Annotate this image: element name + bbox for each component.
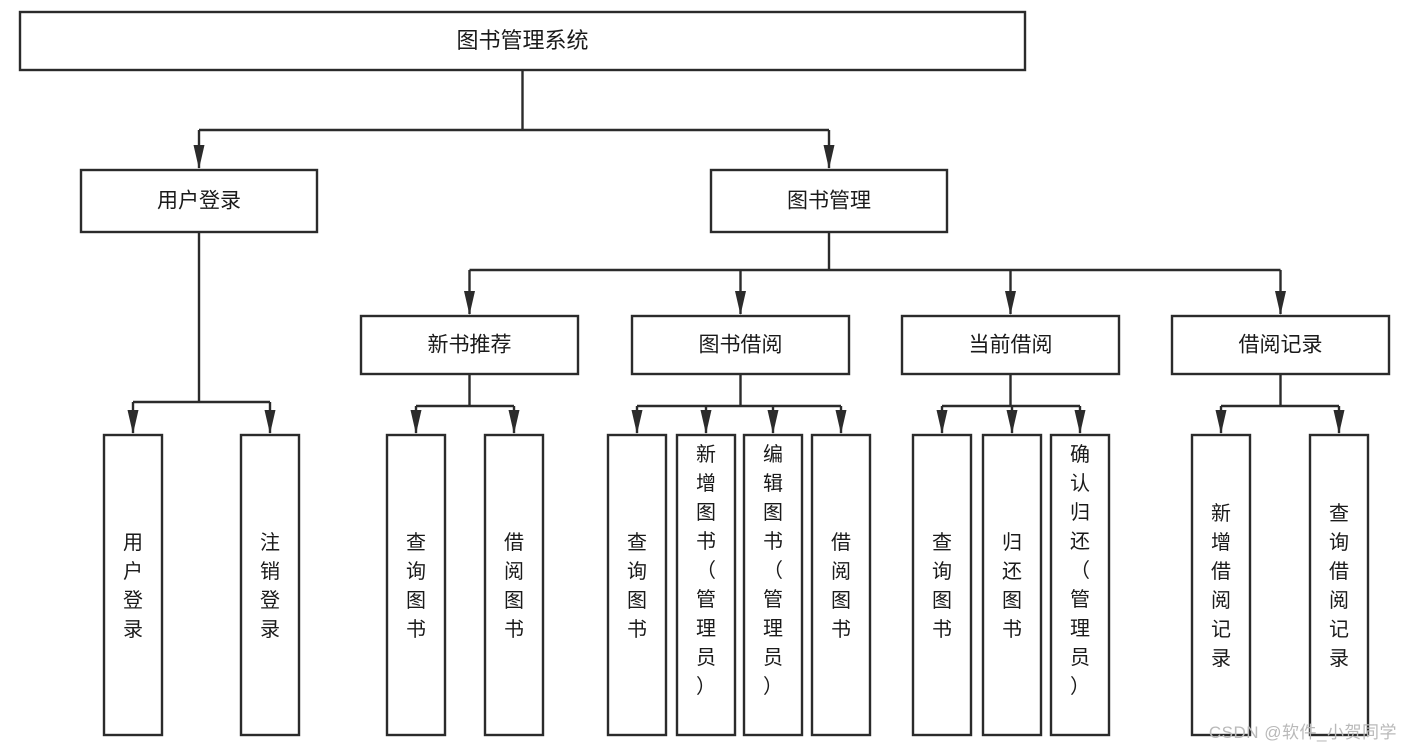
edge-current-borrow-to-leaves xyxy=(936,374,1086,434)
arrow-head xyxy=(835,410,847,434)
node-box-leaf-edit-book xyxy=(742,433,804,737)
node-label-leaf-logout: 注销登录 xyxy=(260,531,280,641)
arrow-head xyxy=(127,410,139,434)
node-leaf-return-book[interactable]: 归还图书 xyxy=(981,433,1043,737)
node-label-leaf-query-borrow-record: 查询借阅记录 xyxy=(1329,502,1349,670)
edge-book-management-to-level3 xyxy=(464,232,1286,315)
node-leaf-logout[interactable]: 注销登录 xyxy=(239,433,301,737)
node-label-leaf-query-book-recommend: 查询图书 xyxy=(406,531,426,641)
node-leaf-query-book-borrow[interactable]: 查询图书 xyxy=(606,433,668,737)
node-box-leaf-return-book xyxy=(981,433,1043,737)
arrow-head xyxy=(767,410,779,434)
arrow-head xyxy=(823,145,835,169)
node-leaf-user-login[interactable]: 用户登录 xyxy=(102,433,164,737)
arrow-head xyxy=(735,291,746,315)
arrow-head xyxy=(193,145,205,169)
node-box-leaf-confirm-return xyxy=(1049,433,1111,737)
edge-user-login-to-leaves xyxy=(127,232,276,434)
node-new-book-recommend[interactable]: 新书推荐 xyxy=(359,314,580,376)
node-label-new-book-recommend: 新书推荐 xyxy=(428,334,512,357)
arrow-head xyxy=(508,410,520,434)
node-box-leaf-borrow-book xyxy=(810,433,872,737)
arrow-head xyxy=(264,410,276,434)
node-label-leaf-query-book-current: 查询图书 xyxy=(932,531,952,641)
node-label-current-borrow: 当前借阅 xyxy=(969,334,1053,357)
node-box-borrow-records xyxy=(1170,314,1391,376)
node-current-borrow[interactable]: 当前借阅 xyxy=(900,314,1121,376)
node-box-leaf-user-login xyxy=(102,433,164,737)
node-box-leaf-logout xyxy=(239,433,301,737)
node-box-current-borrow xyxy=(900,314,1121,376)
node-leaf-confirm-return[interactable]: 确认归还（管理员） xyxy=(1049,433,1111,737)
node-box-leaf-add-book xyxy=(675,433,737,737)
node-box-user-login xyxy=(79,168,319,234)
node-box-book-management xyxy=(709,168,949,234)
node-label-leaf-confirm-return: 确认归还（管理员） xyxy=(1070,443,1090,698)
node-box-leaf-query-book-recommend xyxy=(385,433,447,737)
node-layer: 图书管理系统用户登录图书管理新书推荐图书借阅当前借阅借阅记录用户登录注销登录查询… xyxy=(18,10,1391,737)
edge-book-borrow-to-leaves xyxy=(631,374,847,434)
arrow-head xyxy=(1275,291,1286,315)
edge-borrow-records-to-leaves xyxy=(1215,374,1345,434)
connector-layer xyxy=(127,70,1345,434)
node-leaf-add-borrow-record[interactable]: 新增借阅记录 xyxy=(1190,433,1252,737)
node-box-leaf-query-book-current xyxy=(911,433,973,737)
node-label-leaf-add-borrow-record: 新增借阅记录 xyxy=(1211,502,1231,670)
node-label-leaf-user-login: 用户登录 xyxy=(123,532,143,641)
edge-new-book-recommend-to-leaves xyxy=(410,374,520,434)
arrow-head xyxy=(1333,410,1345,434)
arrow-head xyxy=(1005,291,1016,315)
node-label-leaf-borrow-book: 借阅图书 xyxy=(831,531,851,641)
node-box-leaf-query-book-borrow xyxy=(606,433,668,737)
arrow-head xyxy=(700,410,712,434)
node-leaf-edit-book[interactable]: 编辑图书（管理员） xyxy=(742,433,804,737)
node-label-leaf-return-book: 归还图书 xyxy=(1002,531,1022,641)
node-leaf-query-borrow-record[interactable]: 查询借阅记录 xyxy=(1308,433,1370,737)
node-label-leaf-add-book: 新增图书（管理员） xyxy=(696,443,716,698)
node-label-book-borrow: 图书借阅 xyxy=(699,334,783,357)
node-box-book-borrow xyxy=(630,314,851,376)
arrow-head xyxy=(1074,410,1086,434)
watermark-text: CSDN @软件_小贺同学 xyxy=(1208,723,1397,742)
node-box-leaf-query-borrow-record xyxy=(1308,433,1370,737)
node-leaf-query-book-recommend[interactable]: 查询图书 xyxy=(385,433,447,737)
arrow-head xyxy=(464,291,475,315)
arrow-head xyxy=(410,410,422,434)
node-borrow-records[interactable]: 借阅记录 xyxy=(1170,314,1391,376)
node-label-leaf-edit-book: 编辑图书（管理员） xyxy=(763,443,783,698)
node-box-root xyxy=(18,10,1027,72)
node-label-user-login: 用户登录 xyxy=(157,190,241,213)
arrow-head xyxy=(631,410,643,434)
arrow-head xyxy=(1006,410,1018,434)
arrow-head xyxy=(1215,410,1227,434)
node-root[interactable]: 图书管理系统 xyxy=(18,10,1027,72)
node-leaf-borrow-book[interactable]: 借阅图书 xyxy=(810,433,872,737)
node-leaf-borrow-book-recommend[interactable]: 借阅图书 xyxy=(483,433,545,737)
node-label-root: 图书管理系统 xyxy=(456,28,588,53)
node-leaf-add-book[interactable]: 新增图书（管理员） xyxy=(675,433,737,737)
node-box-leaf-borrow-book-recommend xyxy=(483,433,545,737)
node-label-borrow-records: 借阅记录 xyxy=(1239,334,1323,357)
node-label-leaf-borrow-book-recommend: 借阅图书 xyxy=(504,531,524,641)
edge-root-to-level2 xyxy=(193,70,835,169)
node-book-borrow[interactable]: 图书借阅 xyxy=(630,314,851,376)
node-label-book-management: 图书管理 xyxy=(787,190,871,213)
node-book-management[interactable]: 图书管理 xyxy=(709,168,949,234)
node-label-leaf-query-book-borrow: 查询图书 xyxy=(627,531,647,641)
arrow-head xyxy=(936,410,948,434)
node-box-leaf-add-borrow-record xyxy=(1190,433,1252,737)
node-user-login[interactable]: 用户登录 xyxy=(79,168,319,234)
node-box-new-book-recommend xyxy=(359,314,580,376)
node-leaf-query-book-current[interactable]: 查询图书 xyxy=(911,433,973,737)
